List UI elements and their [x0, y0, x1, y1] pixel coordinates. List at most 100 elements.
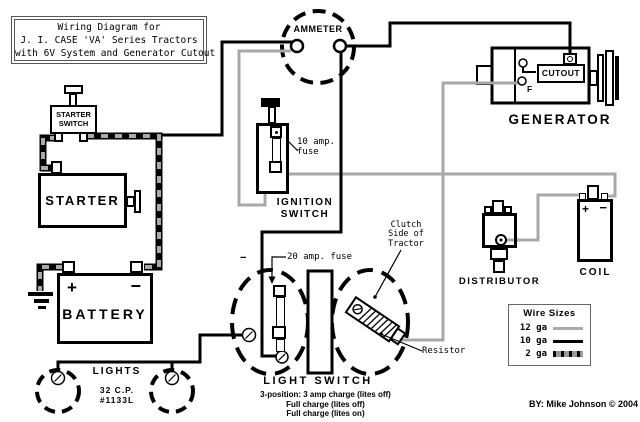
generator-field-label: F — [527, 84, 533, 94]
starter-switch-label1: STARTER — [56, 110, 91, 119]
generator-shaft — [476, 65, 493, 85]
clutch-note-line3: Tractor — [388, 238, 424, 249]
distributor-body — [482, 213, 517, 248]
ammeter-terminal-right — [332, 38, 348, 54]
ignition-key-stem — [268, 106, 276, 124]
generator-label: GENERATOR — [508, 112, 612, 127]
light-switch-center-bar — [306, 269, 334, 375]
lights-candlepower: 32 C.P. — [99, 385, 135, 395]
light-switch-desc3: Full charge (lites on) — [286, 409, 365, 419]
generator-field-terminal — [517, 76, 527, 86]
fuse10-note-line2: fuse — [297, 147, 319, 157]
clutch-note: Clutch Side of Tractor — [381, 220, 431, 249]
light-switch-desc1: 3-position: 3 amp charge (lites off) — [260, 390, 391, 399]
cutout-terminal-lead — [522, 67, 536, 73]
battery-body: + − BATTERY — [57, 273, 153, 344]
light-switch-left-body — [230, 268, 310, 376]
title-line2: J. I. CASE 'VA' Series Tractors — [20, 34, 198, 46]
ammeter-terminal-left — [289, 38, 305, 54]
fuse20-body — [276, 297, 285, 327]
credit-line: BY: Mike Johnson © 2004 — [529, 399, 638, 409]
title-box: Wiring Diagram for J. I. CASE 'VA' Serie… — [11, 16, 216, 64]
wire-ignition-to-coil — [277, 172, 617, 198]
fuse20-arrowhead — [268, 276, 276, 284]
fuse10-top-cap — [270, 126, 282, 138]
clutch-note-line2: Side of — [388, 229, 424, 240]
ground-symbol — [28, 292, 53, 309]
resistor-note: Resistor — [422, 346, 466, 356]
wire-sizes-legend: Wire Sizes 12 ga 10 ga 2 ga — [508, 304, 591, 366]
generator-pulley-slat2 — [605, 50, 614, 106]
coil-minus-sign: − — [599, 200, 607, 215]
distributor-base-lower — [493, 260, 505, 273]
resistor — [344, 295, 407, 346]
starter-switch-body: STARTER SWITCH — [50, 105, 97, 134]
starter-switch-terminal-right — [79, 132, 88, 142]
wire-generator-field-to-resistor — [401, 81, 518, 342]
lights-bulb-number: #1133L — [99, 395, 135, 405]
ammeter-label: AMMETER — [293, 24, 343, 34]
wire-ammeter-to-light-switch — [260, 51, 343, 358]
title-line1: Wiring Diagram for — [57, 21, 161, 33]
wire-starter-switch-to-ammeter — [161, 40, 292, 137]
wire-sample-10ga — [553, 339, 583, 343]
fuse20-top-cap — [273, 285, 286, 297]
wire-distributor-to-coil — [503, 193, 581, 242]
wire-lights-to-light-switch — [56, 333, 243, 377]
distributor-terminal-dot — [499, 238, 503, 242]
starter-switch-label2: SWITCH — [58, 119, 89, 128]
light-switch-description: 3-position: 3 amp charge (lites off) Ful… — [233, 390, 418, 419]
clutch-note-leader-dot — [373, 295, 377, 299]
light-switch-label: LIGHT SWITCH — [263, 375, 373, 387]
light-left-terminal — [50, 370, 66, 386]
light-right-terminal — [164, 370, 180, 386]
legend-label-12ga: 12 ga — [519, 323, 547, 333]
ignition-switch-label2: SWITCH — [280, 209, 330, 220]
distributor-base-upper — [490, 248, 508, 260]
cutout-label: CUTOUT — [541, 68, 581, 78]
legend-label-2ga: 2 ga — [525, 349, 547, 359]
cutout-box: CUTOUT — [537, 64, 585, 83]
starter-stud-plate — [134, 190, 141, 213]
legend-label-10ga: 10 ga — [519, 336, 547, 346]
starter-label: STARTER — [45, 193, 120, 208]
wire-ignition-to-ammeter — [237, 49, 291, 207]
starter-switch-terminal-left — [54, 132, 63, 142]
resistor-leader-dot — [379, 332, 383, 336]
fuse20-band — [272, 326, 286, 339]
ignition-switch-label1: IGNITION — [276, 197, 334, 208]
battery-terminal-negative — [130, 261, 143, 273]
wire-battery-to-ground — [36, 263, 63, 291]
battery-label: BATTERY — [62, 306, 148, 322]
resistor-leader — [380, 333, 423, 352]
legend-title: Wire Sizes — [523, 308, 576, 319]
coil-body: + − — [577, 199, 613, 262]
light-switch-left-terminal — [241, 327, 257, 343]
legend-row-12ga: 12 ga — [509, 322, 590, 335]
fuse10-body — [272, 138, 281, 163]
coil-plus-sign: + — [582, 202, 590, 216]
wire-sample-12ga — [553, 326, 583, 330]
title-line3: with 6V System and Generator Cutout — [15, 47, 216, 59]
fuse20-leader — [271, 256, 286, 278]
clutch-note-line1: Clutch — [390, 220, 422, 230]
wire-battery-to-starter-switch — [87, 132, 163, 271]
wire-ammeter-to-cutout — [346, 21, 572, 55]
battery-minus-sign: − — [130, 276, 141, 296]
legend-row-10ga: 10 ga — [509, 335, 590, 348]
clutch-note-leader — [374, 249, 402, 298]
fuse20-bottom-terminal — [275, 350, 289, 364]
legend-row-2ga: 2 ga — [509, 348, 590, 361]
coil-label: COIL — [579, 267, 612, 278]
fuse20-stub — [276, 339, 285, 352]
fuse10-note: 10 amp. fuse — [297, 137, 335, 157]
coil-tower — [587, 185, 599, 200]
distributor-label: DISTRIBUTOR — [458, 276, 541, 287]
fuse10-band — [269, 161, 282, 173]
wire-sample-2ga — [553, 351, 583, 357]
battery-plus-sign: + — [67, 278, 77, 297]
fuse10-note-line1: 10 amp. — [297, 137, 335, 147]
distributor-tower-center — [492, 200, 504, 214]
lights-label: LIGHTS — [92, 366, 142, 377]
